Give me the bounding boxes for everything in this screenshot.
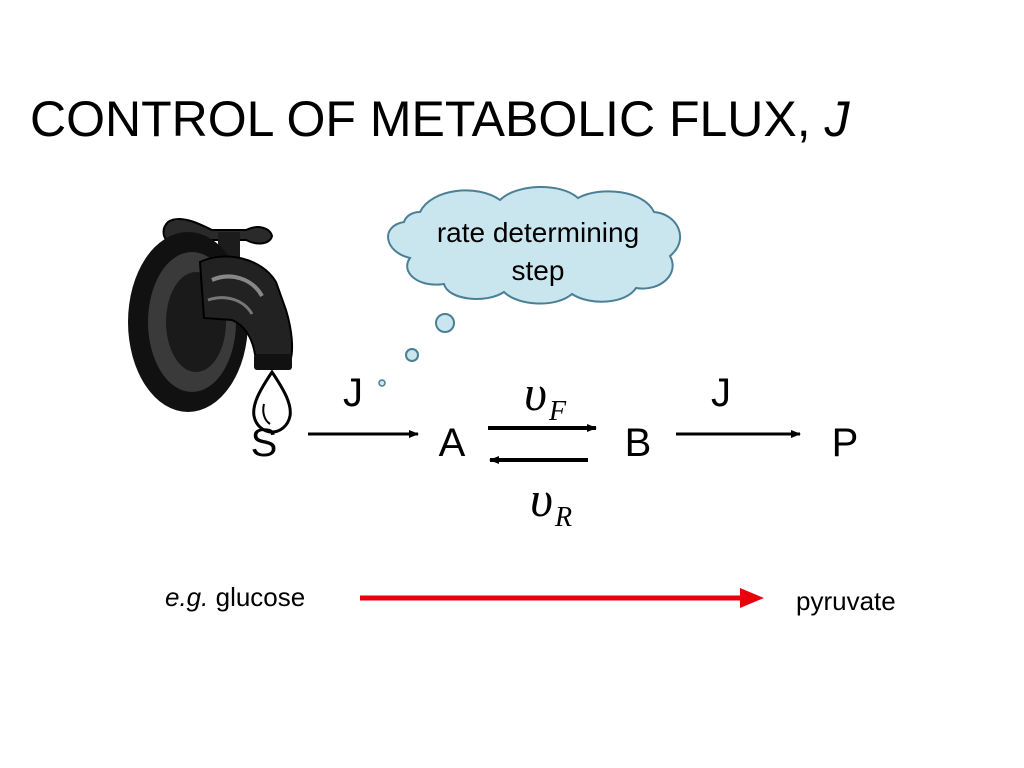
title-text: CONTROL OF METABOLIC FLUX, xyxy=(30,91,825,147)
node-b: B xyxy=(624,421,652,465)
forward-rate-label: υF xyxy=(524,368,566,426)
thought-cloud xyxy=(387,186,682,305)
cloud-text-line2: step xyxy=(511,255,565,286)
flux-label-right: J xyxy=(711,371,731,415)
slide-title: CONTROL OF METABOLIC FLUX, J xyxy=(30,84,850,154)
node-p: P xyxy=(831,421,859,465)
example-end-label: pyruvate xyxy=(796,586,896,616)
reverse-rate-label: υR xyxy=(530,474,572,532)
faucet-icon xyxy=(128,218,294,434)
example-prefix: e.g. xyxy=(165,582,209,612)
node-a: A xyxy=(438,421,466,465)
reverse-rate-symbol: υ xyxy=(530,471,553,527)
thought-bubble-small xyxy=(378,379,386,387)
forward-rate-symbol: υ xyxy=(524,365,547,421)
cloud-text: rate determining step xyxy=(400,214,676,290)
reverse-rate-subscript: R xyxy=(554,502,573,533)
flux-label-left: J xyxy=(343,371,363,415)
thought-bubble-large xyxy=(435,313,455,333)
cloud-text-line1: rate determining xyxy=(436,217,640,248)
title-flux-symbol: J xyxy=(824,91,850,147)
example-start-label: glucose xyxy=(215,582,306,612)
thought-bubble-medium xyxy=(405,348,419,362)
node-s: S xyxy=(250,421,278,465)
forward-rate-subscript: F xyxy=(548,396,567,427)
example-start: e.g. glucose xyxy=(165,582,305,612)
example-arrow-head xyxy=(740,588,764,608)
